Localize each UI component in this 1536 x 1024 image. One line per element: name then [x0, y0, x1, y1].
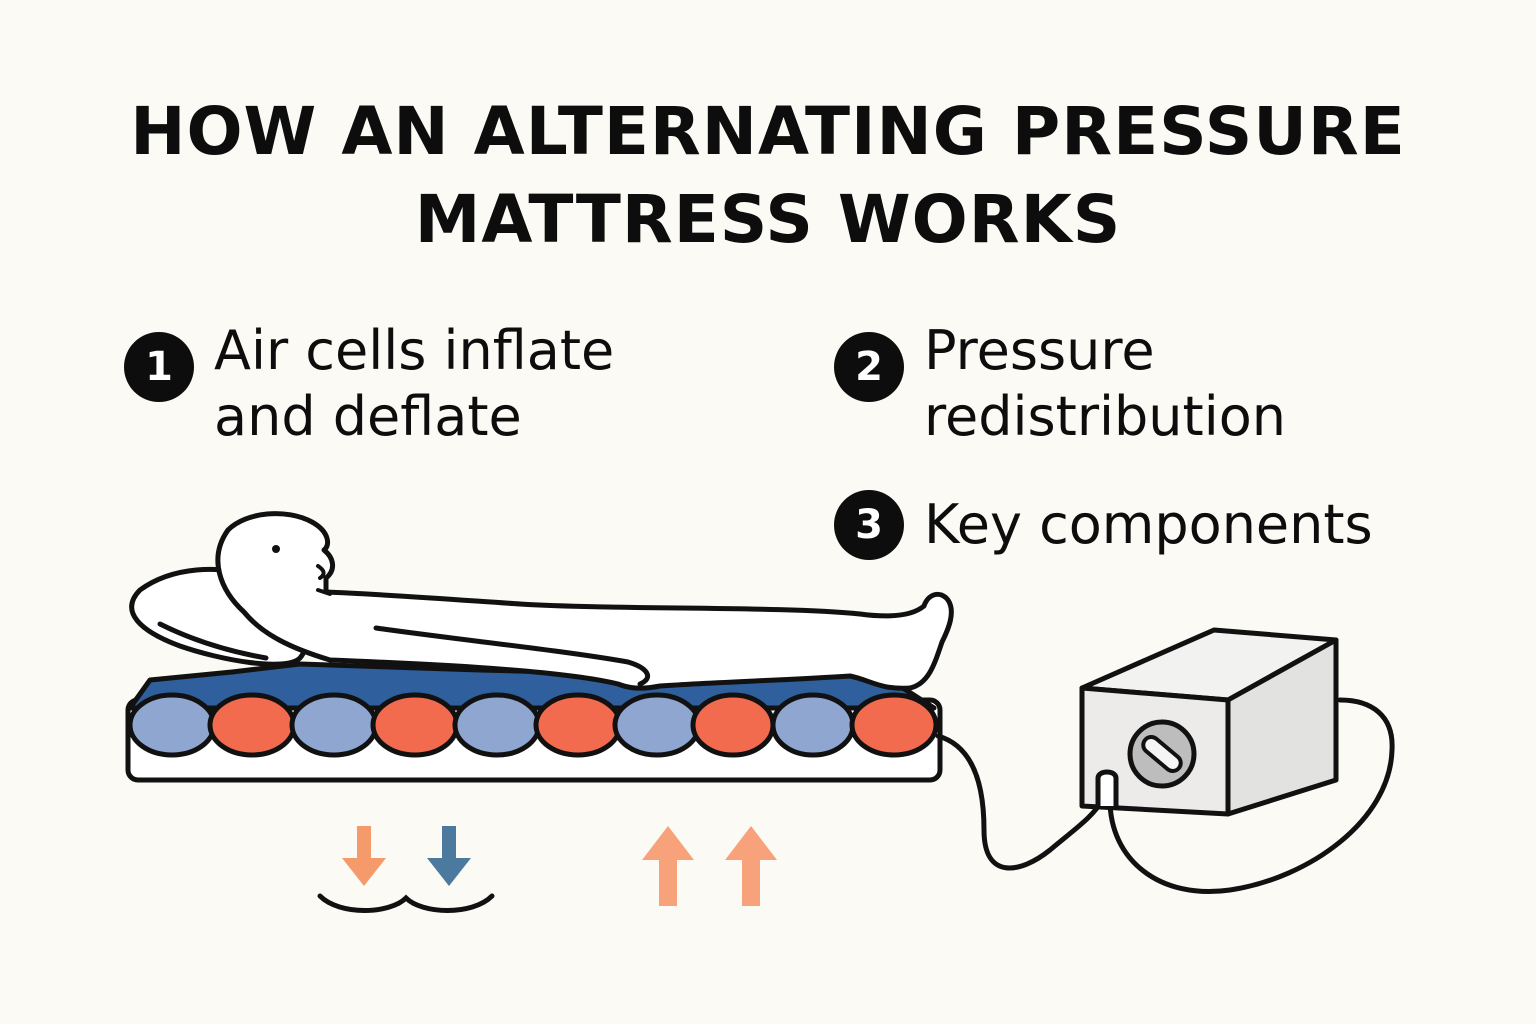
eye [272, 545, 280, 553]
chin-line [316, 588, 332, 596]
air-cell-inflated [533, 692, 623, 758]
arm-line [373, 625, 651, 687]
title-line-2: MATTRESS WORKS [414, 181, 1122, 258]
air-cell-inflated [849, 692, 939, 758]
air-cell-inflated [370, 692, 460, 758]
arrow-down-icon [342, 826, 386, 886]
air-cell-deflated [127, 692, 217, 758]
step-1: 1 Air cells inflate and deflate [124, 318, 614, 450]
air-cell-deflated [289, 692, 379, 758]
pump-dial-knob [1141, 735, 1183, 773]
step-1-line-1: Air cells inflate [214, 319, 615, 382]
air-cell-deflated [452, 692, 542, 758]
air-cell-inflated [207, 692, 297, 758]
air-cell-deflated [770, 692, 856, 758]
step-2-line-1: Pressure [924, 319, 1155, 382]
step-2-line-2: redistribution [924, 385, 1286, 448]
air-pump-icon [1079, 627, 1339, 817]
step-2-number-badge: 2 [834, 332, 904, 402]
air-cell-inflated [690, 692, 776, 758]
air-cell-deflated [612, 692, 702, 758]
air-cells [127, 692, 939, 758]
step-2: 2 Pressure redistribution [834, 318, 1286, 450]
inflate-indicator [642, 826, 777, 906]
mouth [316, 564, 326, 580]
arrow-up-icon [642, 826, 694, 906]
step-3-label: Key components [924, 492, 1373, 558]
page-title: HOW AN ALTERNATING PRESSURE MATTRESS WOR… [0, 88, 1536, 264]
deflate-indicator [317, 826, 495, 913]
step-3: 3 Key components [834, 490, 1373, 560]
step-1-line-2: and deflate [214, 385, 522, 448]
pump-power-cord [1107, 697, 1395, 894]
step-3-line-1: Key components [924, 493, 1373, 556]
arrow-up-icon [725, 826, 777, 906]
step-2-label: Pressure redistribution [924, 318, 1286, 450]
pump-hose [935, 733, 1107, 871]
step-1-label: Air cells inflate and deflate [214, 318, 614, 450]
person-lying-icon [215, 511, 954, 691]
deflate-wave [317, 893, 495, 913]
pillow-crease [157, 621, 269, 661]
title-line-1: HOW AN ALTERNATING PRESSURE [130, 93, 1406, 170]
arrow-down-icon [427, 826, 471, 886]
step-3-number-badge: 3 [834, 490, 904, 560]
pump-port [1095, 769, 1119, 806]
step-1-number-badge: 1 [124, 332, 194, 402]
